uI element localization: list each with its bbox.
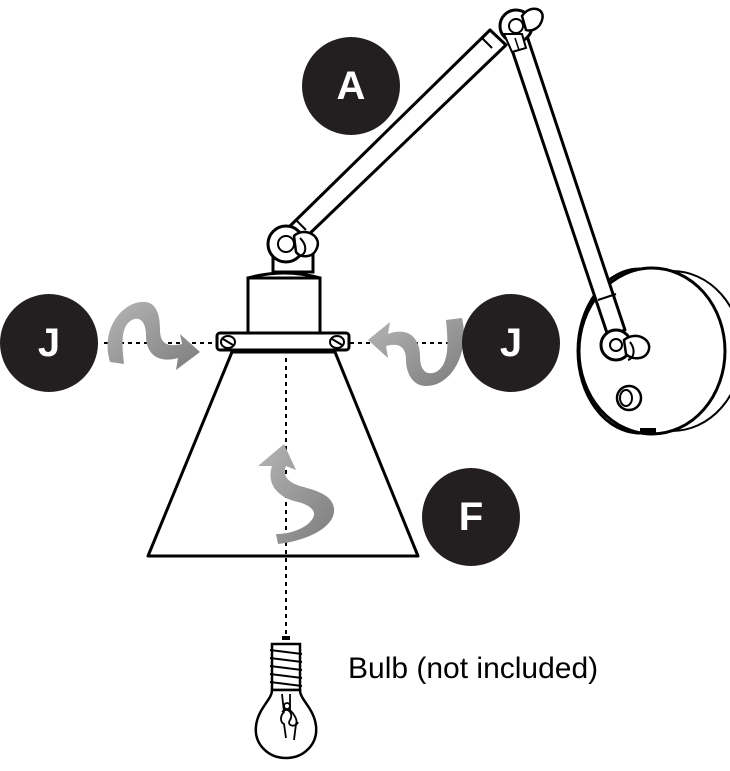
top-elbow-joint (498, 7, 544, 54)
screw-left (220, 335, 236, 349)
light-bulb (254, 636, 318, 760)
badge-arm-circle (302, 37, 400, 135)
badge-screw-left-label: J (38, 321, 60, 365)
badge-screw-right: J (462, 294, 560, 392)
wall-joint (599, 328, 651, 362)
bulb-filament (280, 693, 299, 741)
badge-screw-left-circle (0, 294, 98, 392)
switch-knob (615, 384, 643, 412)
badge-shade-label: F (459, 495, 483, 539)
lower-arm (506, 28, 627, 338)
badge-shade-circle (422, 468, 520, 566)
shade-holder (215, 271, 351, 352)
badge-shade: F (422, 468, 520, 566)
arrow-right (368, 318, 464, 386)
badge-screw-right-circle (462, 294, 560, 392)
arrow-left (107, 301, 200, 370)
bulb-caption: Bulb (not included) (348, 652, 598, 685)
arrow-up (258, 444, 335, 544)
badge-screw-right-label: J (500, 321, 522, 365)
badge-arm: A (302, 37, 400, 135)
screw-right (329, 335, 345, 349)
badge-arm-label: A (337, 64, 366, 108)
shade-joint (266, 224, 320, 274)
badge-screw-left: J (0, 294, 98, 392)
